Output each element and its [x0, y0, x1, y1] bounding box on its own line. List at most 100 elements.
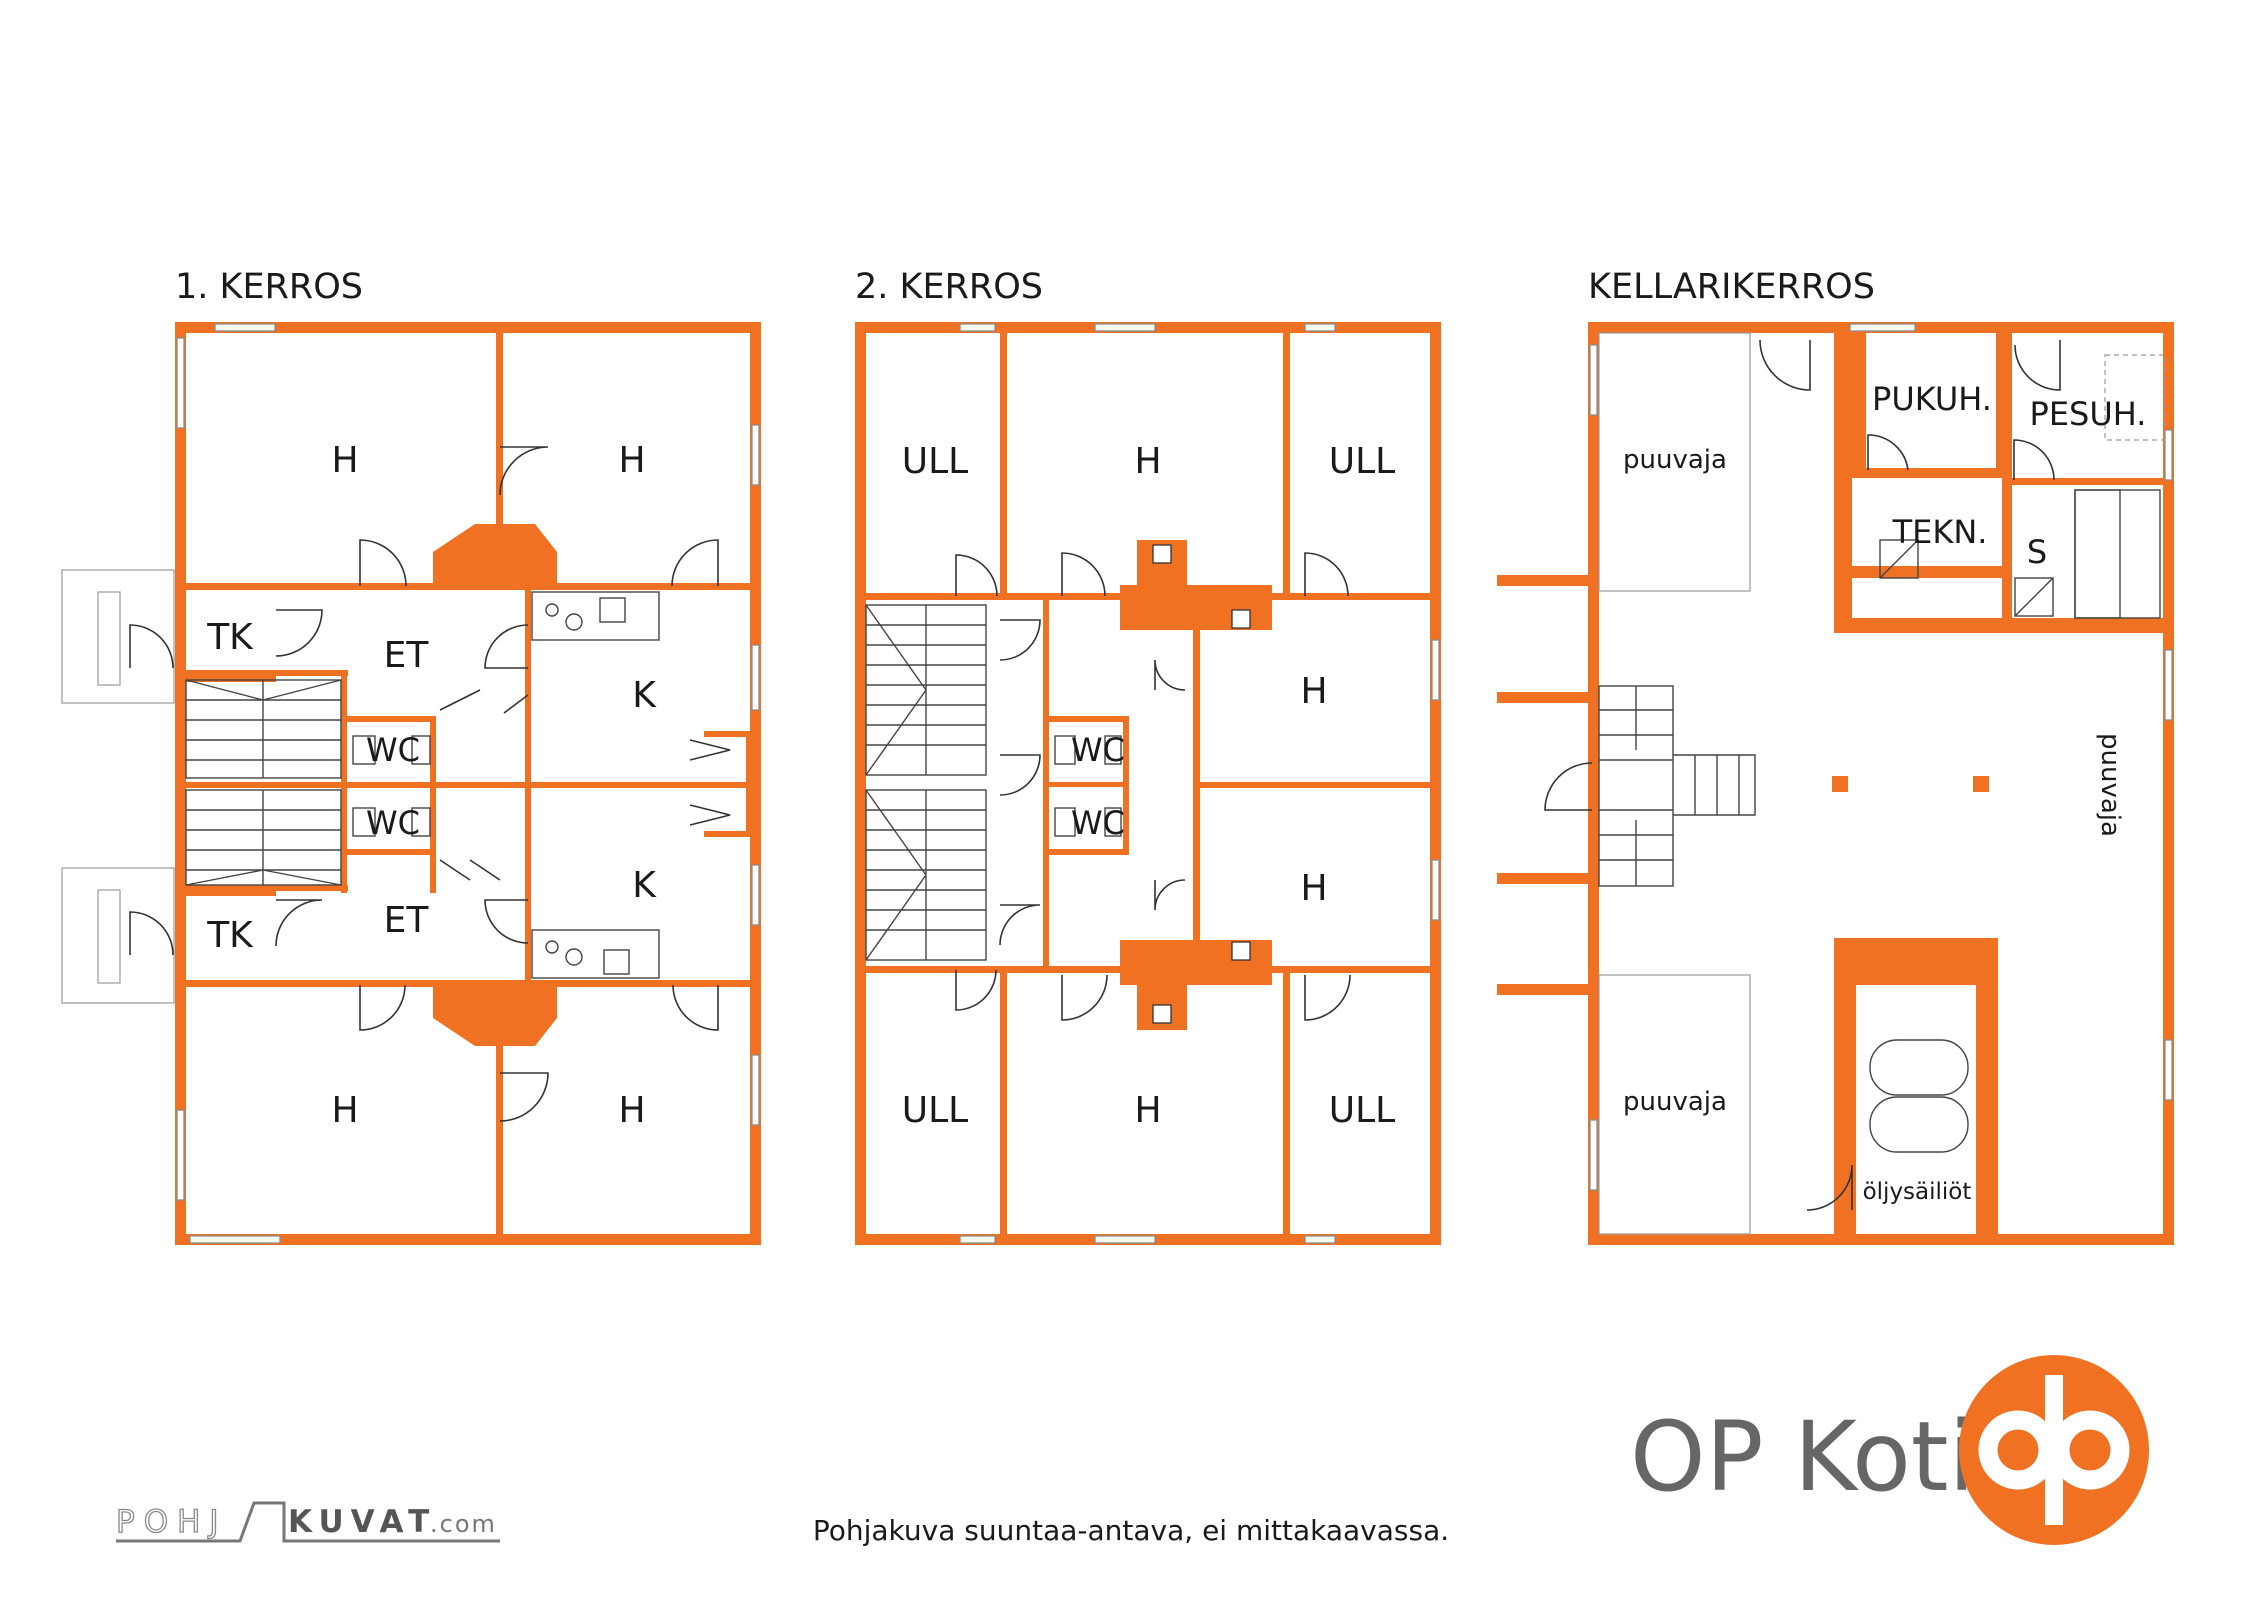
door-swing: [955, 554, 998, 597]
wall: [180, 885, 348, 891]
partition: [1598, 332, 1751, 592]
pillar: [1973, 776, 1989, 792]
wall: [1852, 566, 2002, 578]
door-swing: [484, 624, 529, 669]
wall: [1497, 575, 1588, 586]
wall: [1283, 970, 1290, 1234]
door-swing: [671, 539, 719, 587]
room-label-h: H: [618, 440, 645, 481]
window: [1431, 639, 1440, 701]
room-label-pesuh: PESUH.: [2030, 395, 2147, 433]
door-swing: [275, 899, 323, 947]
wall: [175, 322, 186, 1245]
wall: [1834, 938, 1856, 1234]
room-label-h: H: [331, 1090, 358, 1131]
door-swing: [499, 1072, 549, 1122]
wall: [496, 982, 503, 1234]
stair-treads: [185, 679, 342, 778]
door-swing: [1061, 974, 1108, 1021]
sink-icon: [599, 597, 626, 623]
door-swing: [1154, 879, 1186, 911]
room-label-ull: ULL: [1329, 1090, 1395, 1131]
wall: [2012, 478, 2164, 485]
watermark-kuvat: KUVAT: [288, 1504, 436, 1540]
kitchen-counter: [531, 591, 660, 641]
stove-burner: [545, 603, 559, 617]
wall: [186, 980, 440, 987]
floor-basement: KELLARIKERROS: [1497, 267, 2174, 1245]
chimney: [433, 980, 557, 1046]
washbasin-icon: [1104, 807, 1122, 837]
wall: [2163, 322, 2174, 1245]
door-swing: [1061, 552, 1106, 597]
door-swing: [275, 609, 323, 657]
room-label-puuvaja: puuvaja: [1623, 445, 1727, 475]
room-label-tk: TK: [206, 915, 254, 956]
window: [1304, 1235, 1336, 1244]
wall: [2002, 333, 2012, 623]
window: [1589, 344, 1598, 416]
wall: [1193, 593, 1200, 973]
stove-burner: [545, 940, 559, 954]
wall: [855, 322, 866, 1245]
room-label-ull: ULL: [1329, 441, 1395, 482]
watermark-pohj: POHJ: [116, 1504, 228, 1540]
window: [751, 1054, 760, 1126]
room-label-pukuh: PUKUH.: [1872, 380, 1992, 418]
wall: [1497, 692, 1588, 703]
stove-burner: [565, 948, 583, 966]
window: [1304, 323, 1336, 332]
door-swing: [1806, 1164, 1853, 1211]
window: [1849, 323, 1916, 332]
chimney: [433, 524, 557, 590]
wall: [1283, 333, 1290, 597]
window: [176, 337, 185, 429]
wall: [430, 716, 436, 893]
door-swing: [689, 739, 731, 826]
washbasin-icon: [411, 735, 431, 765]
toilet-icon: [352, 807, 376, 837]
watermark-underline: [116, 1501, 500, 1543]
stair-treads: [185, 790, 342, 886]
stair-treads: [865, 789, 986, 961]
toilet-icon: [1054, 735, 1076, 765]
room-label-ull: ULL: [902, 1090, 968, 1131]
washbasin-icon: [411, 807, 431, 837]
porch-step: [97, 889, 121, 984]
flue: [1231, 609, 1251, 629]
tank-room-floor: [1856, 985, 1976, 1234]
door-swing: [999, 904, 1041, 946]
room-label-h: H: [1300, 671, 1327, 712]
wall: [1996, 333, 2002, 478]
window: [751, 424, 760, 486]
wall: [186, 583, 440, 590]
footer: POHJ KUVAT .com Pohjakuva suuntaa-antava…: [115, 1355, 2149, 1547]
heater-icon: [2014, 577, 2054, 617]
door-swing: [999, 754, 1041, 796]
sauna-bench: [2074, 489, 2161, 619]
wall: [1430, 322, 1441, 1245]
door-swing: [672, 984, 719, 1031]
wall: [175, 322, 761, 333]
room-label-wc: WC: [366, 731, 420, 769]
wall: [1852, 468, 2012, 478]
porch: [61, 867, 175, 1004]
floor-1: 1. KERROS: [61, 267, 761, 1245]
window: [751, 864, 760, 926]
shower-area: [2104, 354, 2166, 441]
toilet-icon: [1054, 807, 1076, 837]
door-swing: [484, 899, 529, 944]
disclaimer-note: Pohjakuva suuntaa-antava, ei mittakaavas…: [813, 1514, 1449, 1547]
door-swing: [129, 911, 174, 956]
door-swing: [955, 969, 997, 1011]
wall: [1852, 333, 1866, 468]
oil-tank-icon: [1869, 1039, 1969, 1096]
room-label-oljysailiot: öljysäiliöt: [1863, 1179, 1972, 1205]
door-swing: [1304, 974, 1351, 1021]
wall: [1834, 938, 1998, 954]
window: [1094, 1235, 1156, 1244]
room-label-s: S: [2027, 533, 2047, 571]
window: [189, 1235, 281, 1244]
room-label-h: H: [1134, 1090, 1161, 1131]
room-label-wc: WC: [1071, 804, 1125, 842]
